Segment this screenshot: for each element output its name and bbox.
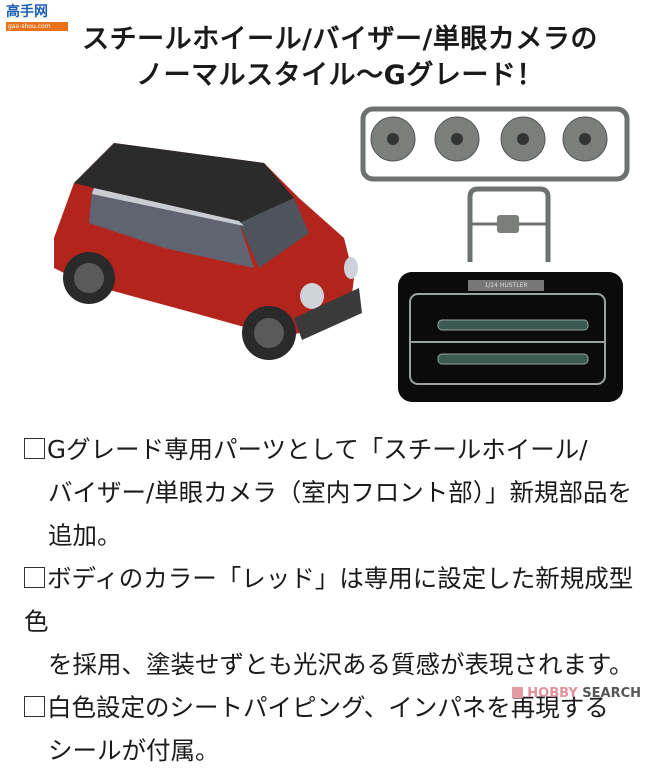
feature-item: Gグレード専用パーツとして「スチールホイール/ バイザー/単眼カメラ（室内フロン… <box>24 428 644 557</box>
hobby-search-logo-icon <box>512 687 524 698</box>
hobby-search-watermark: HOBBY SEARCH <box>512 686 641 701</box>
logo-text: 高手网 <box>6 4 48 20</box>
headline-line1: スチールホイール/バイザー/単眼カメラの <box>82 24 598 55</box>
headline: スチールホイール/バイザー/単眼カメラの ノーマルスタイル〜Gグレード！ <box>60 22 620 94</box>
feature-item: ボディのカラー「レッド」は専用に設定した新規成型色 を採用、塗装せずとも光沢ある… <box>24 564 634 679</box>
checkbox-icon <box>24 567 45 588</box>
sprue-label: 1/24 HUSTLER <box>468 280 544 291</box>
wheel-sprue-image <box>360 106 630 262</box>
site-logo: 高手网 gao-shou.com <box>6 4 68 34</box>
clear-sprue-image: 1/24 HUSTLER <box>398 272 623 402</box>
checkbox-icon <box>24 696 45 717</box>
headline-line2: ノーマルスタイル〜Gグレード！ <box>136 60 544 91</box>
car-image <box>54 143 362 360</box>
checkbox-icon <box>24 438 45 459</box>
feature-list: Gグレード専用パーツとして「スチールホイール/ バイザー/単眼カメラ（室内フロン… <box>24 428 644 772</box>
logo-url: gao-shou.com <box>6 22 68 31</box>
